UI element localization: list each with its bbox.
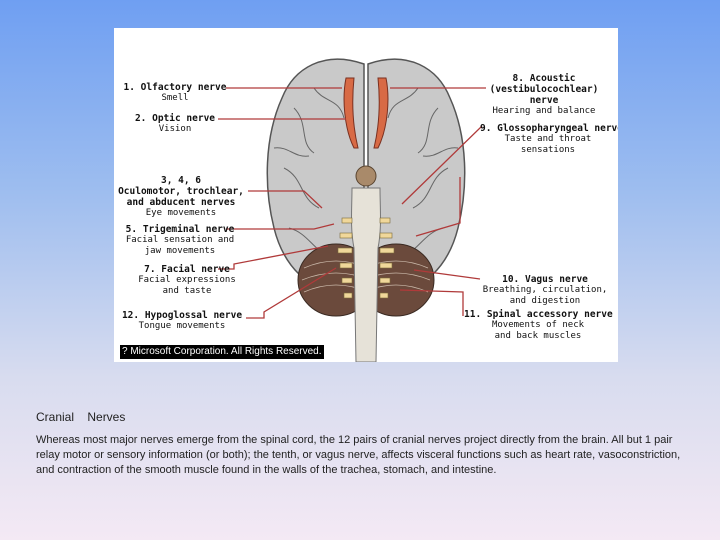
oculomotor-nerves-name-2: Oculomotor, trochlear, (114, 186, 248, 197)
trigeminal-nerve-desc-2: jaw movements (116, 246, 244, 257)
vagus-nerve-name: 10. Vagus nerve (480, 274, 610, 285)
label-olfactory-nerve: 1. Olfactory nerve Smell (120, 82, 230, 104)
label-vagus-nerve: 10. Vagus nerve Breathing, circulation, … (480, 274, 610, 307)
brain-diagram: 1. Olfactory nerve Smell 2. Optic nerve … (114, 28, 618, 362)
facial-nerve-desc-2: and taste (128, 286, 246, 297)
acoustic-nerve-name-3: nerve (480, 95, 608, 106)
acoustic-nerve-name-2: (vestibulocochlear) (480, 84, 608, 95)
oculomotor-nerves-name-3: and abducent nerves (114, 197, 248, 208)
spinal-accessory-nerve-desc-2: and back muscles (464, 331, 612, 342)
optic-nerve-name: 2. Optic nerve (128, 113, 222, 124)
glossopharyngeal-nerve-desc-2: sensations (480, 145, 616, 156)
label-trigeminal-nerve: 5. Trigeminal nerve Facial sensation and… (116, 224, 244, 257)
acoustic-nerve-desc: Hearing and balance (480, 106, 608, 117)
copyright-notice: ? Microsoft Corporation. All Rights Rese… (120, 345, 324, 359)
optic-nerve-desc: Vision (128, 124, 222, 135)
vagus-nerve-desc-1: Breathing, circulation, (480, 285, 610, 296)
trigeminal-nerve-name: 5. Trigeminal nerve (116, 224, 244, 235)
facial-nerve-desc-1: Facial expressions (128, 275, 246, 286)
label-oculomotor-nerves: 3, 4, 6 Oculomotor, trochlear, and abduc… (114, 175, 248, 219)
label-spinal-accessory-nerve: 11. Spinal accessory nerve Movements of … (464, 309, 612, 342)
hypoglossal-nerve-desc: Tongue movements (118, 321, 246, 332)
oculomotor-nerves-name-1: 3, 4, 6 (114, 175, 248, 186)
spinal-accessory-nerve-name: 11. Spinal accessory nerve (464, 309, 612, 320)
caption-title: Cranial Nerves (36, 410, 125, 424)
vagus-nerve-desc-2: and digestion (480, 296, 610, 307)
label-facial-nerve: 7. Facial nerve Facial expressions and t… (128, 264, 246, 297)
brainstem (352, 188, 381, 362)
label-optic-nerve: 2. Optic nerve Vision (128, 113, 222, 135)
facial-nerve-name: 7. Facial nerve (128, 264, 246, 275)
label-acoustic-nerve: 8. Acoustic (vestibulocochlear) nerve He… (480, 73, 608, 117)
hypoglossal-nerve-name: 12. Hypoglossal nerve (118, 310, 246, 321)
olfactory-nerve-name: 1. Olfactory nerve (120, 82, 230, 93)
spinal-accessory-nerve-desc-1: Movements of neck (464, 320, 612, 331)
caption-body: Whereas most major nerves emerge from th… (36, 433, 686, 478)
label-hypoglossal-nerve: 12. Hypoglossal nerve Tongue movements (118, 310, 246, 332)
oculomotor-nerves-desc: Eye movements (114, 208, 248, 219)
trigeminal-nerve-desc-1: Facial sensation and (116, 235, 244, 246)
olfactory-nerve-desc: Smell (120, 93, 230, 104)
acoustic-nerve-name-1: 8. Acoustic (480, 73, 608, 84)
label-glossopharyngeal-nerve: 9. Glossopharyngeal nerve Taste and thro… (480, 123, 616, 156)
glossopharyngeal-nerve-desc-1: Taste and throat (480, 134, 616, 145)
pituitary (356, 166, 376, 186)
glossopharyngeal-nerve-name: 9. Glossopharyngeal nerve (480, 123, 616, 134)
